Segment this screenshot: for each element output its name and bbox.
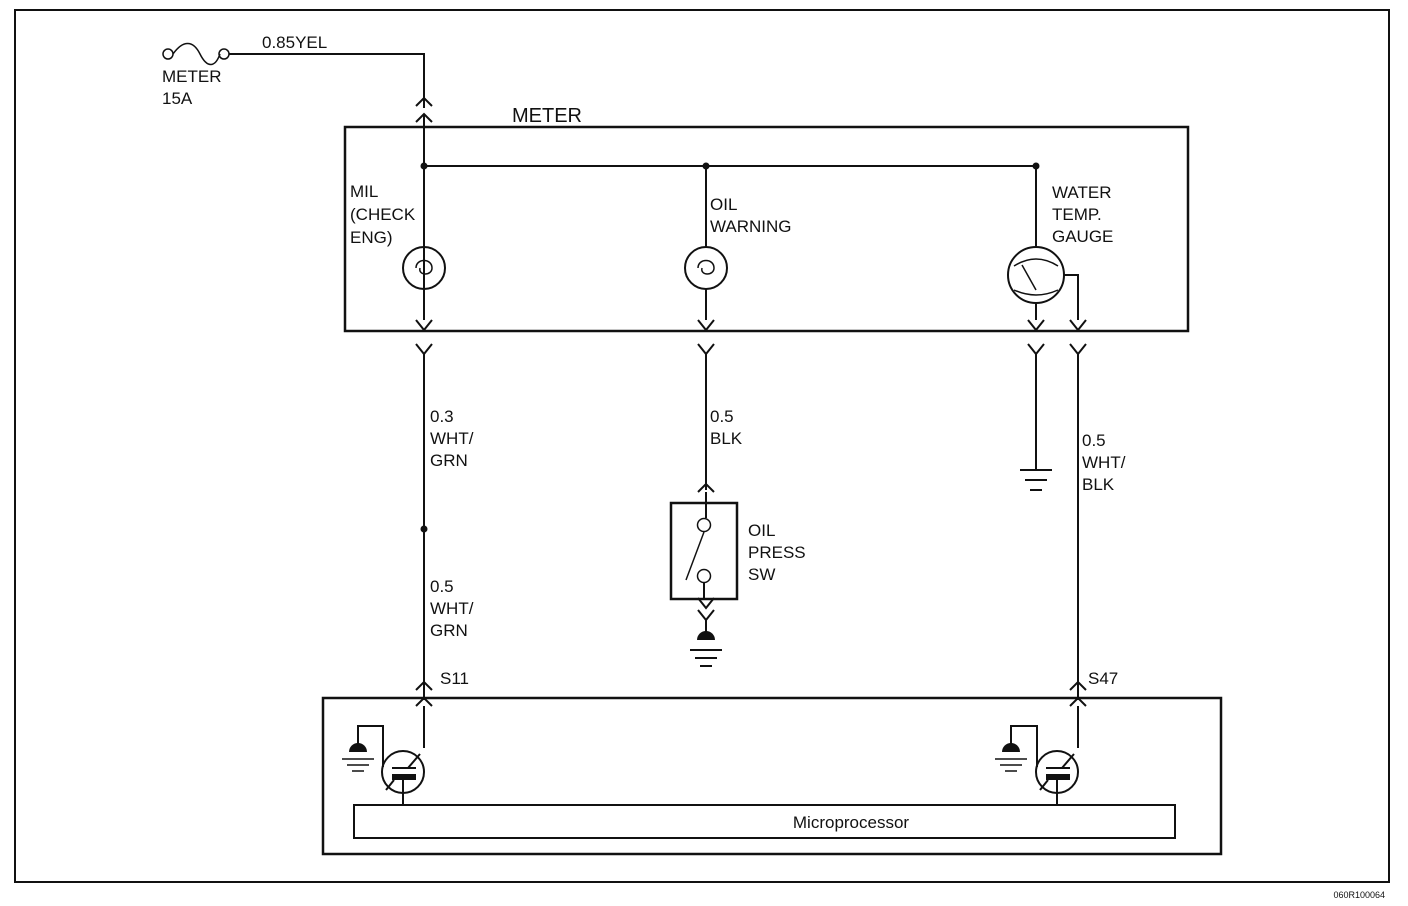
water-wire-2: WHT/ <box>1082 453 1126 472</box>
splice-dot <box>420 525 428 533</box>
mil-wire-lower-3: GRN <box>430 621 468 640</box>
oil-pressure-switch-box <box>669 501 739 601</box>
connector-chevron <box>1069 680 1087 691</box>
ecm-pin-left: S11 <box>440 669 469 688</box>
oil-switch-label-1: OIL <box>748 521 775 540</box>
ground-icon <box>690 631 722 667</box>
oil-switch-label-2: PRESS <box>748 543 806 562</box>
microprocessor-block <box>353 804 1176 839</box>
oil-warning-label-1: OIL <box>710 195 737 214</box>
junction-dot <box>420 162 428 170</box>
mil-wire-lower-2: WHT/ <box>430 599 474 618</box>
connector-chevron <box>1069 319 1087 332</box>
figure-id: 060R100064 <box>1333 890 1385 900</box>
fuse-rating: 15A <box>162 89 193 108</box>
oil-switch-label-3: SW <box>748 565 775 584</box>
mil-label-2: (CHECK <box>350 205 416 224</box>
right-transistor-icon <box>1035 750 1079 805</box>
microprocessor-label: Microprocessor <box>793 813 910 832</box>
water-wire-1: 0.5 <box>1082 431 1106 450</box>
fuse-wire-label: 0.85YEL <box>262 33 327 52</box>
connector-chevron <box>697 319 715 332</box>
ground-icon <box>1020 469 1052 491</box>
oil-pressure-switch-icon <box>685 492 712 598</box>
gauge-signal-lead <box>1064 274 1079 320</box>
mil-wire-lower-1: 0.5 <box>430 577 454 596</box>
fuse-symbol <box>162 42 230 66</box>
meter-title: METER <box>512 105 582 127</box>
fuse-name: METER <box>162 67 222 86</box>
water-temp-label-1: WATER <box>1052 183 1112 202</box>
water-temp-label-3: GAUGE <box>1052 227 1113 246</box>
connector-chevron <box>697 609 715 622</box>
right-transistor-emitter-wire <box>1010 725 1038 767</box>
connector-chevron <box>415 680 433 691</box>
oil-wire-1: 0.5 <box>710 407 734 426</box>
water-temp-gauge-icon <box>1007 246 1065 304</box>
connector-chevron <box>697 482 715 493</box>
oil-wire-2: BLK <box>710 429 743 448</box>
connector-chevron <box>1027 343 1045 356</box>
connector-chevron <box>415 96 433 107</box>
connector-chevron <box>1069 343 1087 356</box>
left-transistor-emitter-wire <box>357 725 384 767</box>
connector-chevron <box>697 597 715 610</box>
connector-chevron <box>697 343 715 356</box>
connector-chevron <box>415 343 433 356</box>
connector-chevron <box>1027 319 1045 332</box>
mil-wire-upper-1: 0.3 <box>430 407 454 426</box>
water-wire-3: BLK <box>1082 475 1115 494</box>
water-temp-label-2: TEMP. <box>1052 205 1102 224</box>
ground-icon <box>342 743 374 772</box>
oil-warning-label-2: WARNING <box>710 217 792 236</box>
meter-box <box>343 125 1190 333</box>
left-transistor-icon <box>381 750 425 805</box>
mil-wire-upper-3: GRN <box>430 451 468 470</box>
ecm-box <box>321 696 1223 856</box>
mil-label-3: ENG) <box>350 228 393 247</box>
ecm-pin-right: S47 <box>1088 669 1118 688</box>
mil-wire-upper-2: WHT/ <box>430 429 474 448</box>
connector-chevron <box>415 319 433 332</box>
fuse-wire <box>229 53 425 108</box>
ground-icon <box>995 743 1027 772</box>
mil-label-1: MIL <box>350 182 378 201</box>
mil-lamp-icon <box>402 246 446 290</box>
diagram-frame <box>14 9 1390 883</box>
oil-warning-lamp-icon <box>684 246 728 290</box>
